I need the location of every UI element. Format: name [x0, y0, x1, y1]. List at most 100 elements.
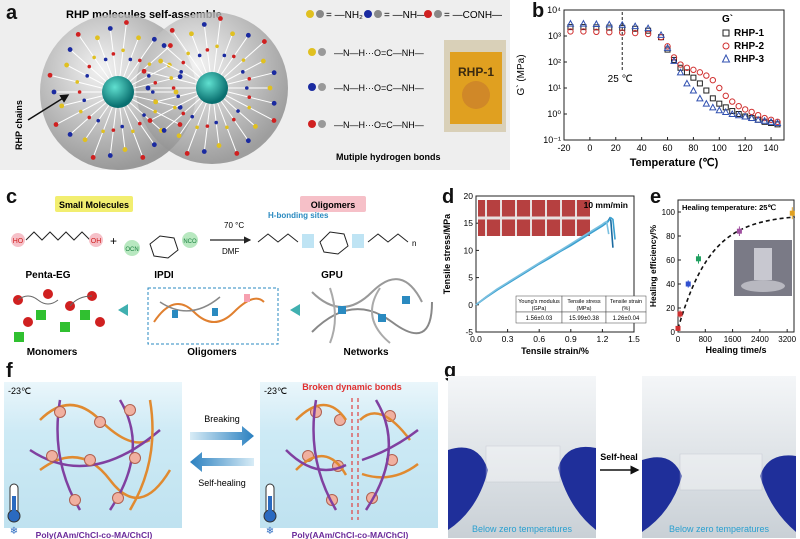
chain-arrow — [27, 94, 70, 121]
hbond-caption: Mutiple hydrogen bonds — [336, 152, 441, 162]
data-point-RHP-2 — [631, 29, 639, 37]
data-point-RHP-2 — [716, 84, 723, 92]
svg-text:+: + — [110, 234, 117, 248]
data-point-RHP-3 — [618, 20, 627, 28]
crosslink-node — [129, 452, 141, 464]
x-tick-label: 80 — [688, 143, 698, 153]
chain-end-dot — [95, 35, 100, 41]
chain-mid-dot — [120, 124, 124, 129]
data-point-RHP-2 — [748, 108, 755, 116]
legend-marker — [721, 53, 731, 63]
x-tick-label: 0.6 — [533, 334, 545, 344]
data-point-RHP-2 — [696, 69, 704, 76]
chain-mid-dot — [96, 118, 101, 123]
fit-curve — [677, 216, 795, 329]
y-tick-label: -5 — [465, 327, 473, 337]
chain-end-dot — [153, 99, 159, 105]
data-point-RHP-3 — [760, 116, 769, 124]
broken-bonds-label: Broken dynamic bonds — [302, 382, 402, 392]
data-point-RHP-1 — [716, 100, 723, 107]
table-header-text: Tensile stress — [567, 299, 601, 305]
y-tick-label: 0 — [468, 300, 473, 310]
data-point-RHP-1 — [696, 80, 703, 87]
networks-label: Networks — [343, 347, 388, 358]
table-header-text: Tensile strain — [610, 299, 642, 305]
chain-mid-dot — [111, 128, 116, 132]
self-heal-label: Self-heal — [600, 452, 638, 462]
polymer-network-right — [285, 399, 419, 511]
svg-text:OH: OH — [91, 238, 102, 245]
x-tick-label: 0.0 — [470, 334, 482, 344]
glove-right-1 — [642, 457, 682, 532]
chain-end-dot — [218, 16, 223, 21]
hbond-row-1: —N—H···O=C—NH— — [334, 48, 424, 58]
y-tick-label: 20 — [666, 304, 675, 313]
inset-disk — [741, 280, 785, 292]
data-point-RHP-3 — [728, 109, 737, 117]
network-illustration — [311, 278, 433, 344]
y-tick-label: 0 — [671, 328, 676, 337]
y-tick-label: 10⁴ — [547, 5, 561, 15]
table-value-text: 15.99±0.38 — [569, 316, 600, 322]
x-tick-label: 3200 — [778, 335, 796, 344]
svg-text:HO: HO — [13, 238, 24, 245]
chain-end-dot — [173, 89, 179, 95]
data-point-RHP-2 — [567, 28, 574, 35]
data-point-RHP-2 — [670, 54, 678, 61]
chain-mid-dot — [214, 120, 218, 125]
chain-end-dot — [177, 104, 183, 110]
svg-text:NCO: NCO — [183, 239, 197, 245]
x-tick-label: 2400 — [751, 335, 769, 344]
chain-end-dot — [261, 39, 267, 44]
data-point-RHP-1 — [703, 87, 710, 94]
data-point-RHP-2 — [754, 111, 762, 119]
chain-mid-dot — [190, 114, 195, 119]
data-point-RHP-3 — [683, 79, 691, 87]
y-tick-label: 60 — [666, 256, 675, 265]
data-point-RHP-3 — [696, 94, 704, 102]
chain-mid-dot — [87, 115, 92, 120]
table-header-text: Young's modulus — [518, 299, 560, 305]
data-point-RHP-3 — [715, 106, 724, 114]
chain-mid-dot — [128, 57, 133, 62]
y-tick-label: 10² — [548, 57, 561, 67]
y-tick-label: 40 — [666, 280, 675, 289]
chain-mid-dot — [111, 52, 116, 56]
x-tick-label: 1.2 — [596, 334, 608, 344]
data-point-RHP-2 — [677, 61, 684, 68]
chain-end-dot — [245, 32, 251, 38]
chain-end-dot — [201, 22, 207, 27]
oligomers-illustration — [147, 287, 279, 345]
crosslink-node — [69, 494, 81, 506]
chain-mid-dot — [247, 105, 251, 110]
breaking-label: Breaking — [204, 414, 240, 424]
chain-end-dot — [151, 142, 157, 148]
scene-right-bg — [260, 382, 438, 528]
chain-end-dot — [82, 137, 88, 143]
data-point-RHP-3 — [734, 111, 743, 119]
data-point-RHP-3 — [741, 112, 750, 120]
group-legend: = —NH₂ = —NH— = —CONH— — [306, 10, 502, 21]
chain-mid-dot — [205, 124, 210, 128]
legend-title: G` — [722, 14, 733, 25]
chain-end-dot — [176, 133, 182, 139]
chain-end-dot — [267, 85, 273, 91]
y-tick-label: 5 — [468, 273, 473, 283]
data-point-RHP-2 — [606, 29, 613, 36]
chain-end-dot — [271, 118, 277, 123]
y-tick-label: 100 — [662, 208, 676, 217]
chain-mid-dot — [171, 86, 176, 90]
chain-mid-dot — [241, 58, 246, 62]
chain-mid-dot — [181, 60, 186, 65]
data-point-RHP-2 — [644, 30, 652, 38]
chain-mid-dot — [138, 121, 142, 126]
x-tick-label: 0 — [587, 143, 592, 153]
self-healing-arrow — [190, 452, 254, 472]
table-value-text: 1.26±0.04 — [613, 316, 640, 322]
breaking-arrow — [190, 426, 254, 446]
panel-letter-a: a — [6, 2, 18, 24]
y-tick-label: 20 — [464, 191, 474, 201]
chain-end-dot — [67, 132, 73, 137]
